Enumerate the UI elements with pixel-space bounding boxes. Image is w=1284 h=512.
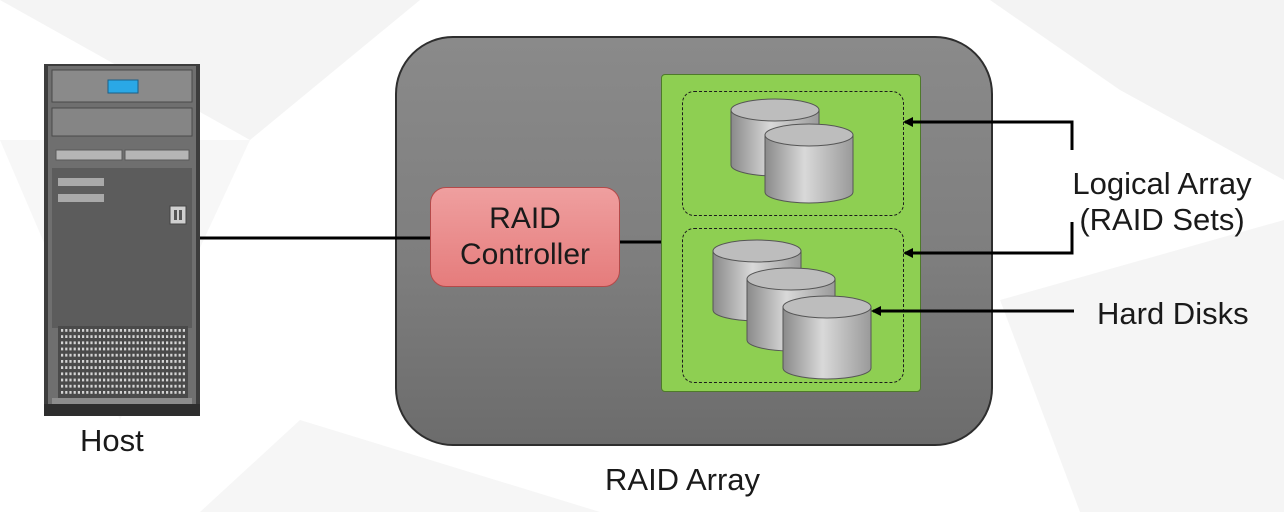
- logical-array-2: [682, 228, 904, 383]
- controller-label-line2: Controller: [459, 238, 591, 271]
- disk-cylinder-icon: [764, 123, 854, 204]
- logical-array-pointer-1: [903, 117, 1074, 150]
- raid-controller: RAID Controller: [430, 187, 620, 287]
- hard-disks-label: Hard Disks: [1097, 296, 1249, 331]
- host-label: Host: [80, 423, 144, 458]
- controller-label-line1: RAID: [489, 202, 561, 235]
- raid-array-label: RAID Array: [605, 462, 761, 497]
- logical-array-label-line1: Logical Array: [1072, 166, 1252, 201]
- server-tower-icon: [44, 64, 200, 416]
- logical-array-1: [682, 91, 904, 216]
- logical-array-label: Logical Array (RAID Sets): [1062, 166, 1262, 238]
- logical-array-label-line2: (RAID Sets): [1079, 202, 1245, 237]
- disk-cylinder-icon: [782, 295, 872, 380]
- logical-array-pointer-2: [903, 222, 1074, 258]
